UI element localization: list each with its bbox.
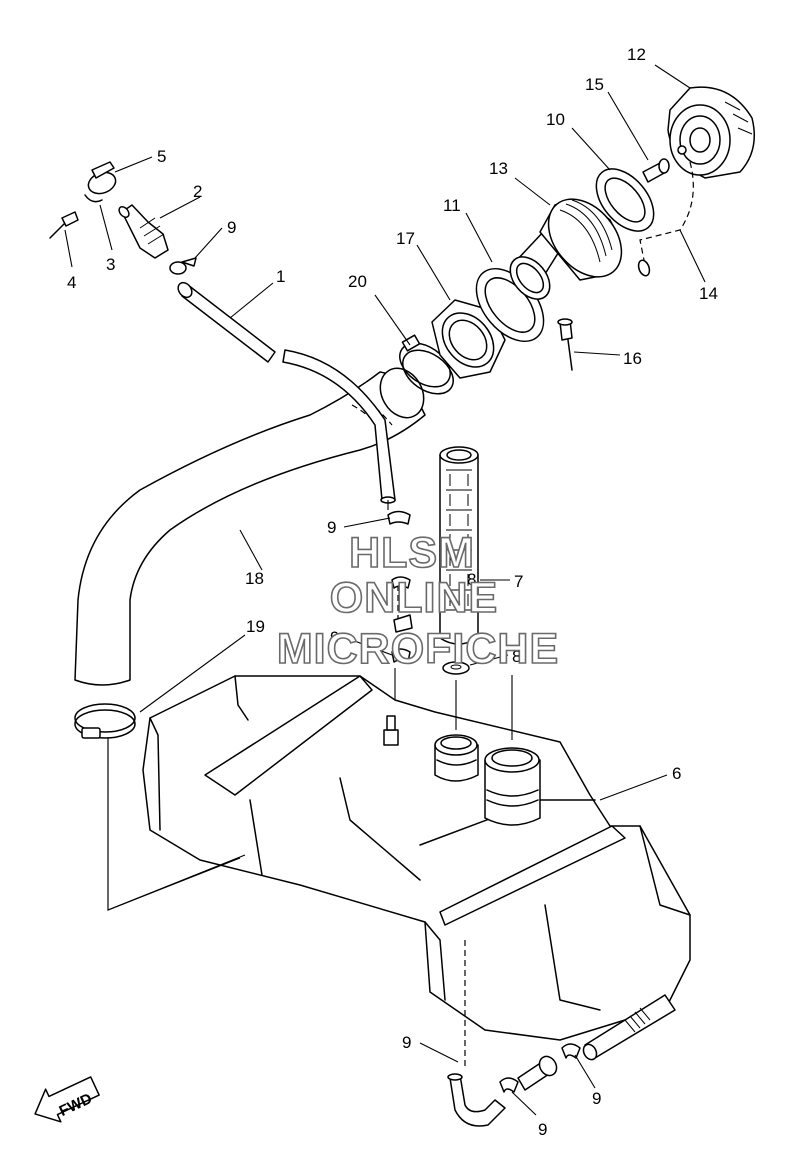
callout-4: 4 xyxy=(67,273,76,292)
watermark-line-1: HLSM xyxy=(349,529,475,577)
callout-15: 15 xyxy=(585,75,604,94)
callout-8b: 8 xyxy=(467,570,476,589)
fuel-filter-pickup xyxy=(439,446,479,675)
callout-10: 10 xyxy=(546,110,565,129)
fuel-tank xyxy=(142,675,691,1041)
callout-9d: 9 xyxy=(402,1033,411,1052)
rivet-4 xyxy=(49,211,79,239)
callout-8a: 8 xyxy=(512,647,521,666)
drain-elbow-hose xyxy=(447,1073,506,1127)
hose-clamp-9-top xyxy=(169,257,197,275)
callout-5: 5 xyxy=(157,147,166,166)
callout-labels: 1 2 3 4 5 6 7 8 8 9 9 9 9 9 9 10 11 12 1… xyxy=(67,45,718,1139)
filler-gasket-10 xyxy=(595,168,655,232)
fwd-direction-marker: FWD xyxy=(34,1076,100,1123)
drain-fitting xyxy=(499,1043,581,1093)
callout-14: 14 xyxy=(699,284,718,303)
filler-hose xyxy=(74,367,426,686)
arrow-left-icon xyxy=(34,1076,100,1123)
clip-5 xyxy=(87,161,117,195)
vent-check-valve-2 xyxy=(118,204,169,259)
callout-7: 7 xyxy=(514,572,523,591)
callout-13: 13 xyxy=(489,159,508,178)
vent-connection-hose xyxy=(387,510,413,663)
clamp-3 xyxy=(84,194,103,203)
hose-clamp-20 xyxy=(399,334,454,395)
callout-9e: 9 xyxy=(538,1120,547,1139)
grommet-8 xyxy=(442,661,470,675)
callout-9c: 9 xyxy=(330,628,339,647)
screw-15 xyxy=(642,158,670,183)
tank-sender-port xyxy=(434,734,479,782)
filler-nut-17 xyxy=(431,299,506,379)
callout-9f: 9 xyxy=(592,1089,601,1108)
hose-clamp-19 xyxy=(74,703,136,739)
callout-19: 19 xyxy=(246,617,265,636)
callout-12: 12 xyxy=(627,45,646,64)
assembly-lines xyxy=(107,500,513,1070)
callout-11: 11 xyxy=(443,196,461,215)
watermark: HLSM ONLINE MICROFICHE xyxy=(276,528,559,674)
rivet-16 xyxy=(557,318,573,371)
leader-lines xyxy=(64,64,706,1116)
filler-neck-13 xyxy=(509,198,623,300)
callout-16: 16 xyxy=(623,349,642,368)
callout-3: 3 xyxy=(106,255,115,274)
watermark-line-2: ONLINE xyxy=(330,574,498,622)
callout-17: 17 xyxy=(396,229,415,248)
fuel-outlet-hose xyxy=(582,994,676,1061)
fuel-cap-12 xyxy=(667,86,755,179)
callout-18: 18 xyxy=(245,569,264,588)
callout-9a: 9 xyxy=(227,218,236,237)
callout-9b: 9 xyxy=(327,518,336,537)
watermark-line-3: MICROFICHE xyxy=(277,625,559,673)
callout-6: 6 xyxy=(672,764,681,783)
tank-vent-fitting xyxy=(383,715,399,746)
callout-1: 1 xyxy=(276,267,285,286)
tank-filler-neck xyxy=(484,747,541,826)
callout-2: 2 xyxy=(193,182,202,201)
callout-20: 20 xyxy=(348,272,367,291)
